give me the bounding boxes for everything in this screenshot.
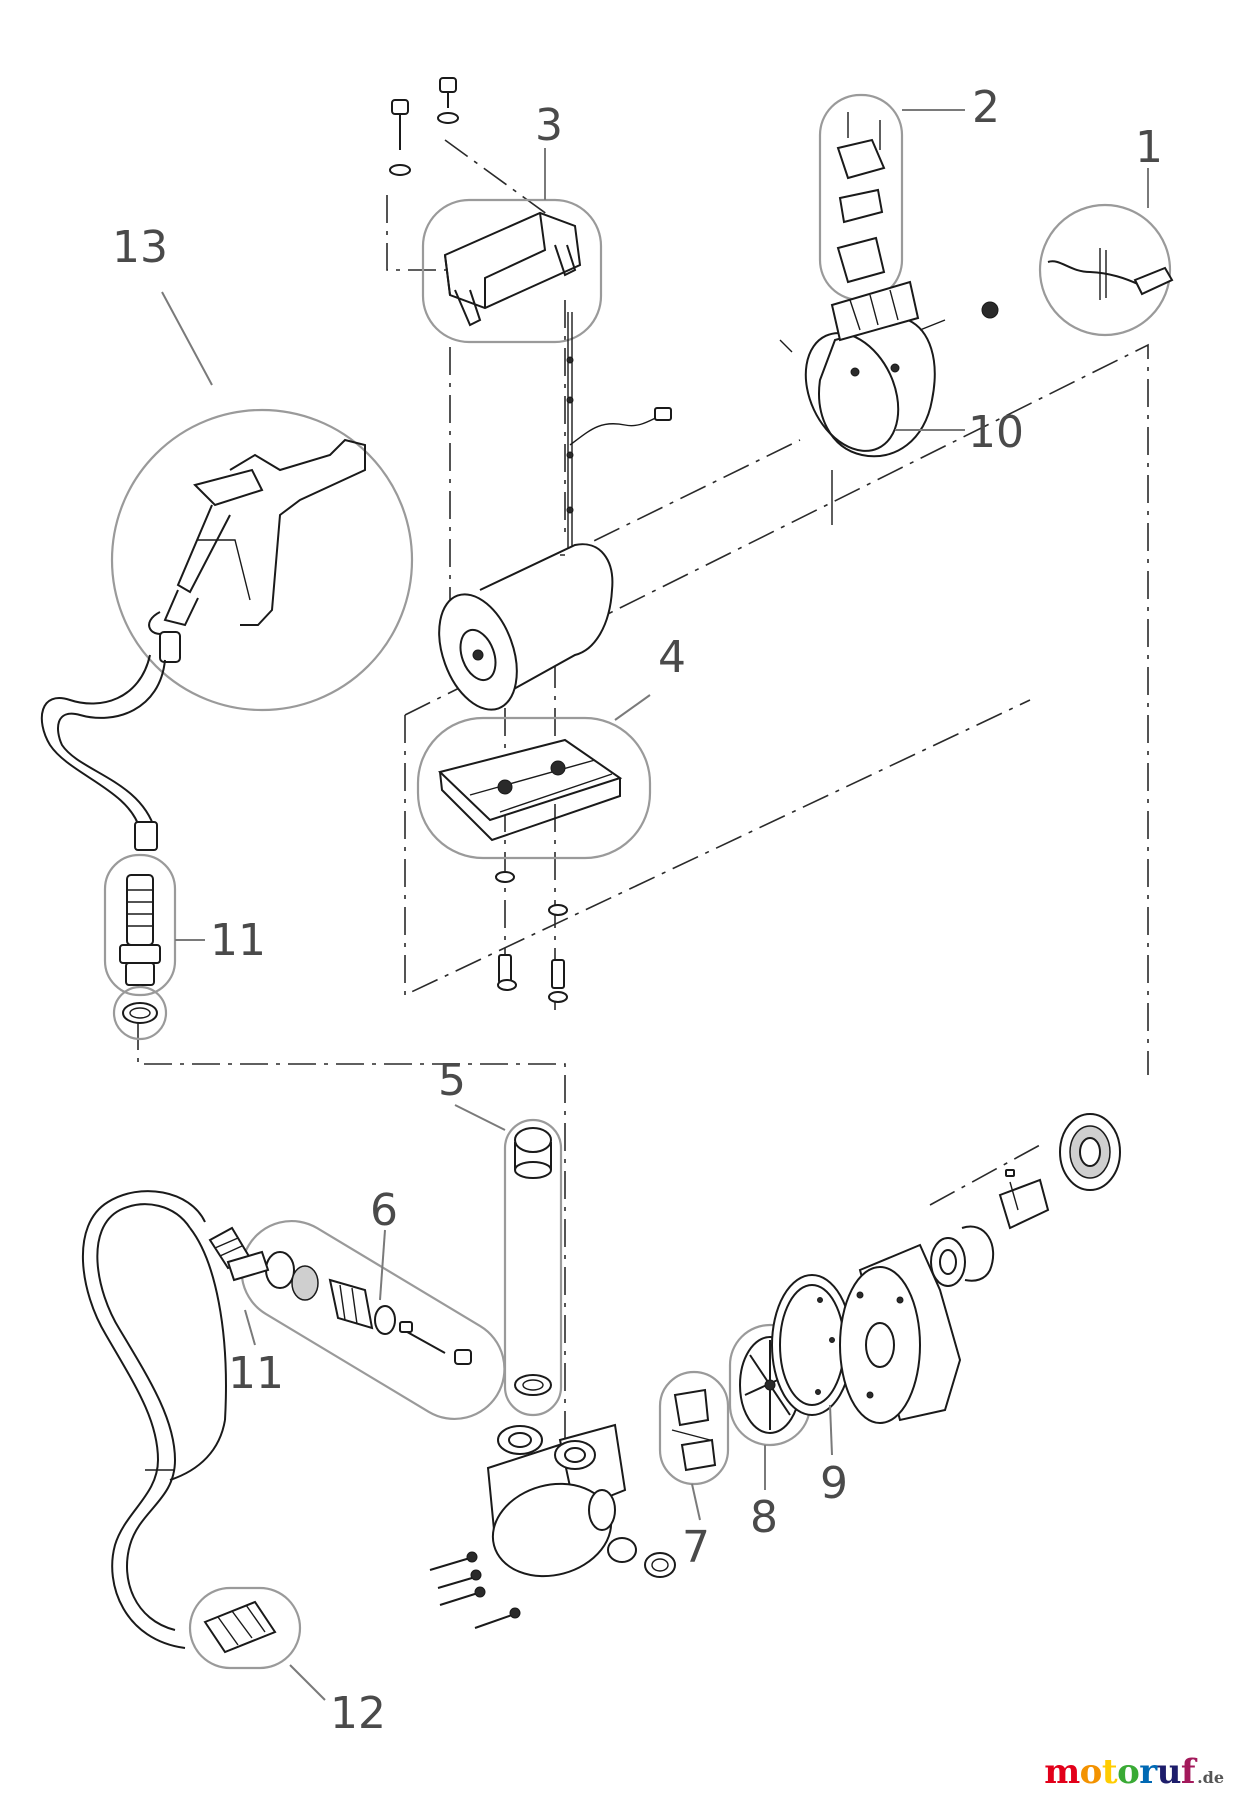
wire-harness [566,312,672,580]
valve-filter-group [240,1219,506,1421]
callout-1: 1 [1135,122,1163,173]
callout-3: 3 [535,100,563,151]
lower-hose [81,1190,227,1649]
callout-4: 4 [658,632,686,683]
callout-5: 5 [438,1055,466,1106]
callout-13: 13 [112,222,168,273]
callout-11-lower: 11 [228,1348,284,1399]
vanes-group [658,1370,730,1486]
callout-12: 12 [330,1688,386,1739]
callout-8: 8 [750,1492,778,1543]
hose-fitting-lower [208,1226,270,1282]
mounting-plate-group [416,716,652,1003]
callout-11-upper: 11 [210,915,266,966]
callout-2: 2 [972,82,1000,133]
sight-tube-group [503,1118,563,1417]
callout-9: 9 [820,1458,848,1509]
callout-10: 10 [968,407,1024,458]
motor-body [438,543,614,711]
assembly-lines [137,139,1149,1530]
callouts: 1 2 3 4 5 6 7 8 9 10 11 11 12 13 [112,82,1163,1739]
hose-fitting-upper [103,853,177,1041]
callout-6: 6 [370,1185,398,1236]
shaft-and-bearing [930,1113,1121,1287]
upper-hose [40,654,166,851]
watermark-logo: motoruf .de [1044,1752,1224,1792]
end-plate [839,1243,962,1424]
watermark-tld: .de [1197,1768,1224,1787]
callout-7: 7 [682,1522,710,1573]
switch-kit-group [818,93,904,302]
strainer-group [188,1586,302,1670]
end-cover-group [779,280,999,525]
handle-bracket-group [389,77,603,344]
pump-housing [429,1423,676,1629]
watermark-brand: motoruf [1044,1752,1196,1792]
cable-group [1038,203,1174,337]
nozzle-group [110,408,414,712]
